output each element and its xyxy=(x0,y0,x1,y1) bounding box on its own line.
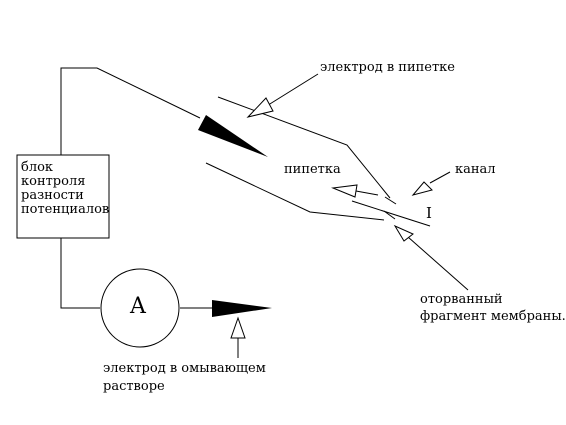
wire-to-pipette-electrode xyxy=(60,67,201,155)
label-fragment-line2: фрагмент мембраны. xyxy=(420,309,566,324)
membrane-fragment xyxy=(351,200,431,227)
control-block-line: блок xyxy=(21,160,54,175)
leader-pipette-electrode xyxy=(264,73,319,108)
pipette-lower-wall xyxy=(205,162,385,221)
ammeter-symbol: A xyxy=(130,294,146,319)
leader-fragment xyxy=(407,236,469,291)
control-block-label: блок контроля разности потенциалов xyxy=(21,161,109,217)
label-current-symbol: I xyxy=(426,204,432,222)
label-bath-electrode-line1: электрод в омывающем xyxy=(103,361,266,376)
wire-to-ammeter xyxy=(60,238,100,309)
channel-mark-upper xyxy=(384,196,397,205)
control-block-line: контроля xyxy=(21,174,86,189)
pipette-electrode xyxy=(198,115,268,157)
arrow-channel xyxy=(411,181,433,196)
channel-mark-lower xyxy=(383,210,396,220)
bath-electrode xyxy=(212,300,272,317)
arrow-fragment xyxy=(393,224,414,242)
label-bath-electrode-line2: растворе xyxy=(103,379,165,394)
label-pipette: пипетка xyxy=(284,162,341,177)
control-block-box xyxy=(16,154,110,239)
leader-channel xyxy=(429,171,451,184)
arrow-bath-electrode xyxy=(230,316,246,339)
control-block-line: потенциалов xyxy=(21,202,110,217)
arrow-pipette-electrode xyxy=(246,97,274,118)
control-block-line: разности xyxy=(21,188,84,203)
label-pipette-electrode: электрод в пипетке xyxy=(320,60,455,75)
arrow-current-direction xyxy=(331,184,358,198)
label-channel: канал xyxy=(455,162,496,177)
ammeter-circle xyxy=(100,268,180,348)
arrow-current-shaft xyxy=(355,190,379,196)
label-fragment-line1: оторванный xyxy=(420,292,503,307)
